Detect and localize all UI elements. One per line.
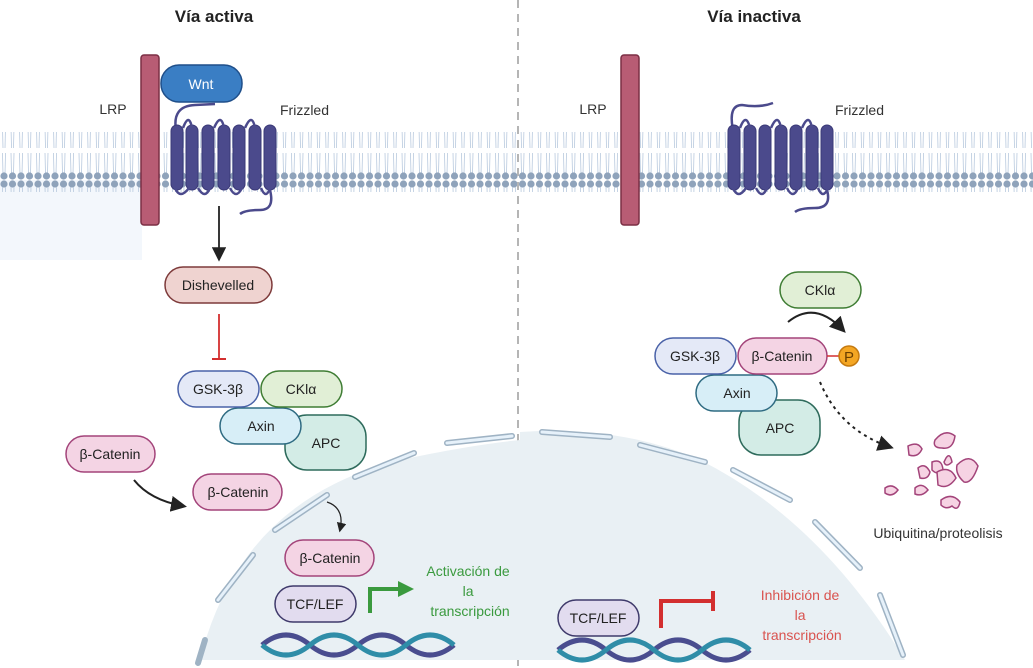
activation-line-2: la	[463, 583, 474, 599]
gsk3b-label-active: GSK-3β	[193, 381, 243, 397]
beta-catenin-mid-node[interactable]	[192, 473, 283, 511]
tcf-lef-node-active[interactable]	[274, 585, 357, 623]
beta-catenin-nuclear-label: β-Catenin	[300, 550, 361, 566]
frizzled-receptor-active	[170, 102, 277, 216]
degradation-arrow	[819, 381, 894, 451]
translocation-arrow-2	[326, 501, 347, 533]
nuclear-envelope-inactive	[539, 429, 906, 658]
translocation-arrow-1	[133, 479, 187, 512]
ckla-node-active[interactable]	[260, 370, 343, 408]
beta-catenin-cyto-label: β-Catenin	[80, 446, 141, 462]
axin-node-inactive[interactable]	[695, 374, 778, 412]
apc-label-active: APC	[312, 435, 341, 451]
wnt-label: Wnt	[189, 76, 214, 92]
phosphate-label: P	[844, 349, 854, 366]
transcription-activation-arrow	[368, 581, 414, 613]
inhibition-line-1: Inhibición de	[761, 587, 840, 603]
dishevelled-node[interactable]	[164, 266, 273, 304]
lrp-receptor-active	[140, 54, 160, 226]
dna-helix-active	[260, 632, 456, 658]
dna-helix-inactive	[556, 637, 752, 663]
inactive-panel-title: Vía inactiva	[707, 7, 801, 26]
apc-node-inactive[interactable]	[738, 399, 821, 456]
phosphorylation-arrow	[787, 311, 846, 333]
phosphate-group	[838, 345, 860, 367]
degradation-label: Ubiquitina/proteolisis	[873, 525, 1002, 541]
dishevelled-label: Dishevelled	[182, 277, 254, 293]
beta-catenin-cyto-node[interactable]	[65, 435, 156, 473]
protein-fragments	[884, 432, 979, 509]
axin-label-active: Axin	[247, 418, 274, 434]
axin-label-inactive: Axin	[723, 385, 750, 401]
lrp-label-active: LRP	[99, 101, 126, 117]
gsk3b-node-active[interactable]	[177, 370, 260, 408]
frizzled-label-active: Frizzled	[280, 102, 329, 118]
activation-line-1: Activación de	[426, 563, 509, 579]
ckla-node-inactive[interactable]	[779, 271, 862, 309]
lrp-label-inactive: LRP	[579, 101, 606, 117]
activation-outcome-text: Activación de la transcripción	[426, 563, 513, 619]
frizzled-receptor-inactive	[727, 101, 834, 214]
inhibition-line-2: la	[795, 607, 806, 623]
axin-node-active[interactable]	[219, 407, 302, 445]
beta-catenin-nuclear-node[interactable]	[284, 539, 375, 577]
beta-catenin-mid-label: β-Catenin	[208, 484, 269, 500]
tcf-lef-node-inactive[interactable]	[557, 599, 640, 637]
active-panel-title: Vía activa	[175, 7, 254, 26]
tcf-lef-label-inactive: TCF/LEF	[570, 610, 627, 626]
apc-label-inactive: APC	[766, 420, 795, 436]
gsk3b-node-inactive[interactable]	[654, 337, 737, 375]
ckla-label-inactive: CKlα	[805, 282, 836, 298]
inhibition-line-3: transcripción	[762, 627, 841, 643]
cytoplasm-patch	[0, 180, 142, 260]
inhibition-outcome-text: Inhibición de la transcripción	[761, 587, 844, 643]
gsk3b-label-inactive: GSK-3β	[670, 348, 720, 364]
transcription-inhibition-symbol	[659, 599, 713, 628]
wnt-ligand[interactable]	[160, 64, 243, 103]
ckla-label-active: CKlα	[286, 381, 317, 397]
beta-catenin-label-inactive: β-Catenin	[752, 348, 813, 364]
activation-line-3: transcripción	[430, 603, 509, 619]
lrp-receptor-inactive	[620, 54, 640, 226]
tcf-lef-label-active: TCF/LEF	[287, 596, 344, 612]
frizzled-label-inactive: Frizzled	[835, 102, 884, 118]
